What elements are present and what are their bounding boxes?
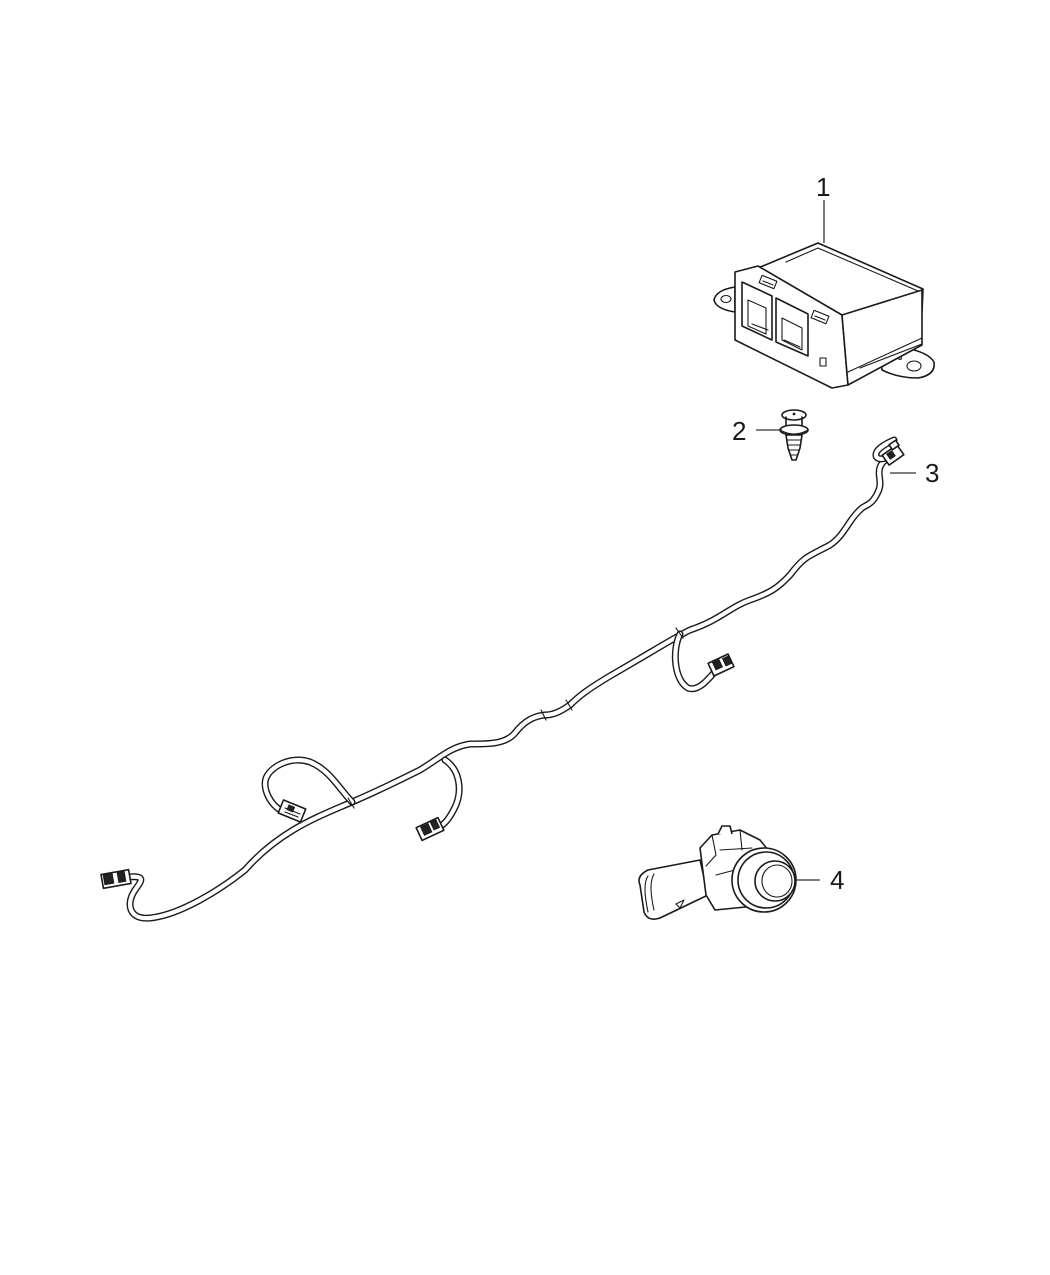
harness-connector-flat <box>277 799 307 823</box>
callout-2[interactable]: 2 <box>732 416 747 446</box>
harness-connector-left <box>100 868 132 890</box>
callout-1[interactable]: 1 <box>816 172 831 202</box>
callout-4[interactable]: 4 <box>830 865 845 895</box>
parking-sensor-part[interactable] <box>638 825 797 920</box>
harness-connector-middle <box>707 653 735 677</box>
harness-connector-top <box>881 439 905 466</box>
harness-connector-lower <box>415 816 445 842</box>
control-module-part[interactable] <box>713 242 935 389</box>
push-pin-clip-part[interactable] <box>779 409 809 461</box>
callout-3[interactable]: 3 <box>925 458 940 488</box>
wiring-harness-part[interactable] <box>100 436 905 922</box>
